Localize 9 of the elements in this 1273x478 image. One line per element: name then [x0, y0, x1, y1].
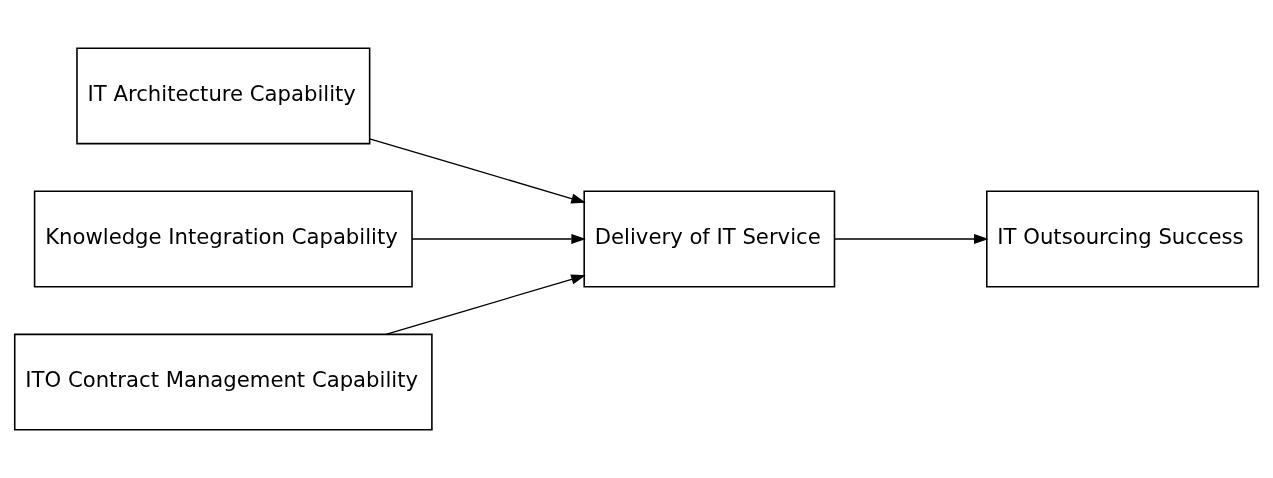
node-box: IT Architecture Capability [76, 47, 371, 145]
node-box: Knowledge Integration Capability [33, 190, 413, 288]
arrow [385, 274, 586, 335]
node-box: ITO Contract Management Capability [13, 333, 433, 431]
arrow [369, 138, 586, 204]
node-box: Delivery of IT Service [583, 190, 836, 288]
arrow [411, 233, 586, 245]
node-box: IT Outsourcing Success [986, 190, 1260, 288]
arrow [834, 233, 989, 245]
